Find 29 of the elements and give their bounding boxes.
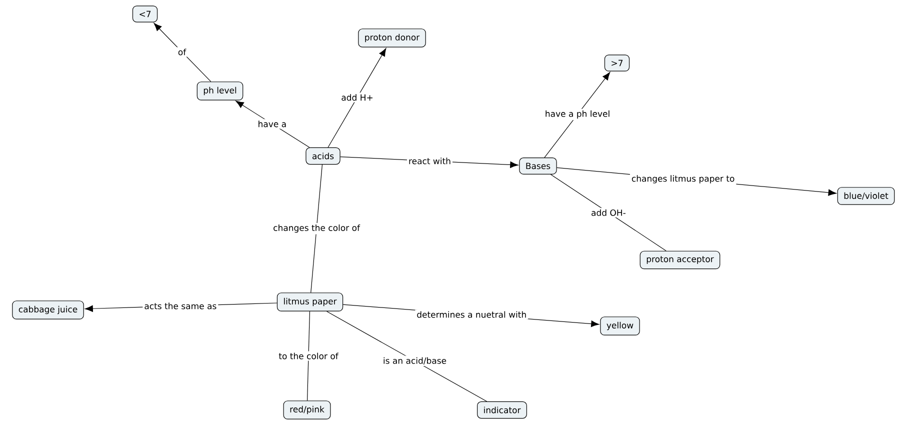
concept-box: yellow — [600, 316, 640, 336]
edge-label: determines a nuetral with — [415, 310, 528, 320]
edge-label: add OH- — [590, 208, 628, 218]
edge-label: react with — [407, 156, 452, 166]
edge-label: changes the color of — [272, 222, 362, 234]
concept-box: acids — [306, 147, 340, 165]
arrow — [154, 22, 212, 82]
concept-box: indicator — [477, 401, 527, 419]
edge-label: is an acid/base — [381, 356, 448, 366]
arrow — [544, 72, 610, 158]
concept-box: cabbage juice — [12, 300, 84, 320]
edge-label: to the color of — [277, 351, 340, 361]
edge-label: add H+ — [340, 92, 375, 102]
edge-label: have a ph level — [543, 108, 612, 120]
edge-label: have a — [256, 119, 288, 129]
concept-box: >7 — [604, 54, 630, 72]
concept-box: red/pink — [283, 400, 331, 420]
arrow — [328, 48, 386, 148]
edge-label: acts the same as — [142, 301, 218, 311]
edge-label: of — [176, 47, 188, 57]
arrow — [236, 100, 310, 148]
concept-box: blue/violet — [837, 187, 895, 205]
concept-box: Bases — [519, 158, 557, 174]
concept-box: proton acceptor — [640, 250, 720, 270]
concept-box: <7 — [132, 6, 158, 22]
concept-box: ph level — [196, 82, 244, 100]
edge-label: changes litmus paper to — [630, 174, 736, 185]
concept-box: proton donor — [358, 28, 426, 48]
concept-box: litmus paper — [276, 292, 344, 312]
